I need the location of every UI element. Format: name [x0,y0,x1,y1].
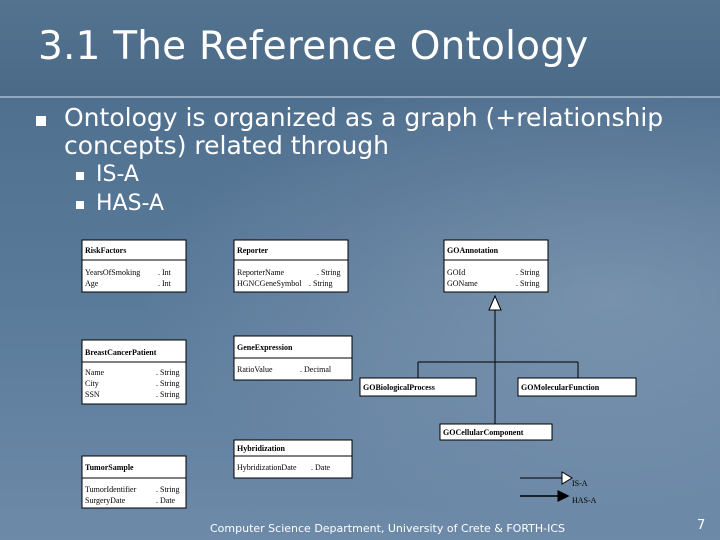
legend-is-a-label: IS-A [572,479,588,488]
attr-name: GOId [447,268,465,277]
attr-name: SSN [85,390,100,399]
class-hybridization: Hybridization HybridizationDate . Date [233,439,353,479]
attr-name: TumorIdentifier [85,485,137,494]
attr-type: . String [317,268,341,277]
class-name: GOAnnotation [447,246,499,255]
class-reporter: Reporter ReporterName . String HGNCGeneS… [233,239,349,293]
class-go-biological-process: GOBiologicalProcess [359,377,477,397]
sub-bullet-marker [76,172,84,180]
inheritance-triangle [488,294,502,311]
class-risk-factors: RiskFactors YearsOfSmoking . Int Age . I… [81,239,187,293]
attr-type: . String [156,485,180,494]
attr-type: . Date [156,496,176,505]
attr-type: . String [156,390,180,399]
attr-name: SurgeryDate [85,496,126,505]
sub-bullet-has-a: HAS-A [96,191,165,216]
class-go-cellular-component: GOCellularComponent [439,423,553,441]
class-name: GeneExpression [237,343,293,352]
legend-has-a-label: HAS-A [572,496,597,505]
attr-type: . String [516,279,540,288]
attr-type: . Int [158,268,172,277]
attr-name: RatioValue [237,365,273,374]
attr-name: Age [85,279,99,288]
attr-type: . String [516,268,540,277]
is-a-hierarchy [417,294,579,424]
attr-name: ReporterName [237,268,285,277]
class-name: GOCellularComponent [443,428,524,437]
class-go-molecular-function: GOMolecularFunction [517,377,637,397]
attr-name: YearsOfSmoking [85,268,140,277]
attr-name: GOName [447,279,478,288]
class-name: BreastCancerPatient [85,348,157,357]
class-go-annotation: GOAnnotation GOId . String GOName . Stri… [443,239,549,293]
title-bar [0,0,720,98]
attr-type: . String [156,379,180,388]
attr-name: Name [85,368,105,377]
class-name: RiskFactors [85,246,126,255]
attr-type: . Decimal [300,365,332,374]
class-tumor-sample: TumorSample TumorIdentifier . String Sur… [81,455,187,509]
page-number: 7 [697,518,706,533]
main-bullet-text: Ontology is organized as a graph (+relat… [64,103,664,160]
class-name: Reporter [237,246,269,255]
is-a-arrow-icon [561,471,573,485]
class-name: GOBiologicalProcess [363,383,435,392]
attr-name: HGNCGeneSymbol [237,279,302,288]
attr-name: City [85,379,99,388]
class-name: Hybridization [237,444,286,453]
attr-name: HybridizationDate [237,463,297,472]
legend: IS-A HAS-A [520,471,597,505]
class-gene-expression: GeneExpression RatioValue . Decimal [233,335,353,381]
attr-type: . Date [311,463,331,472]
attr-type: . String [309,279,333,288]
sub-bullet-is-a: IS-A [96,162,139,187]
class-name: GOMolecularFunction [521,383,600,392]
sub-bullet-marker [76,201,84,209]
attr-type: . String [156,368,180,377]
class-name: TumorSample [85,463,134,472]
attr-type: . Int [158,279,172,288]
slide-title: 3.1 The Reference Ontology [38,24,589,69]
class-breast-cancer-patient: BreastCancerPatient Name . String City .… [81,339,187,405]
bullet-marker [36,116,46,126]
footer-text: Computer Science Department, University … [210,522,566,535]
